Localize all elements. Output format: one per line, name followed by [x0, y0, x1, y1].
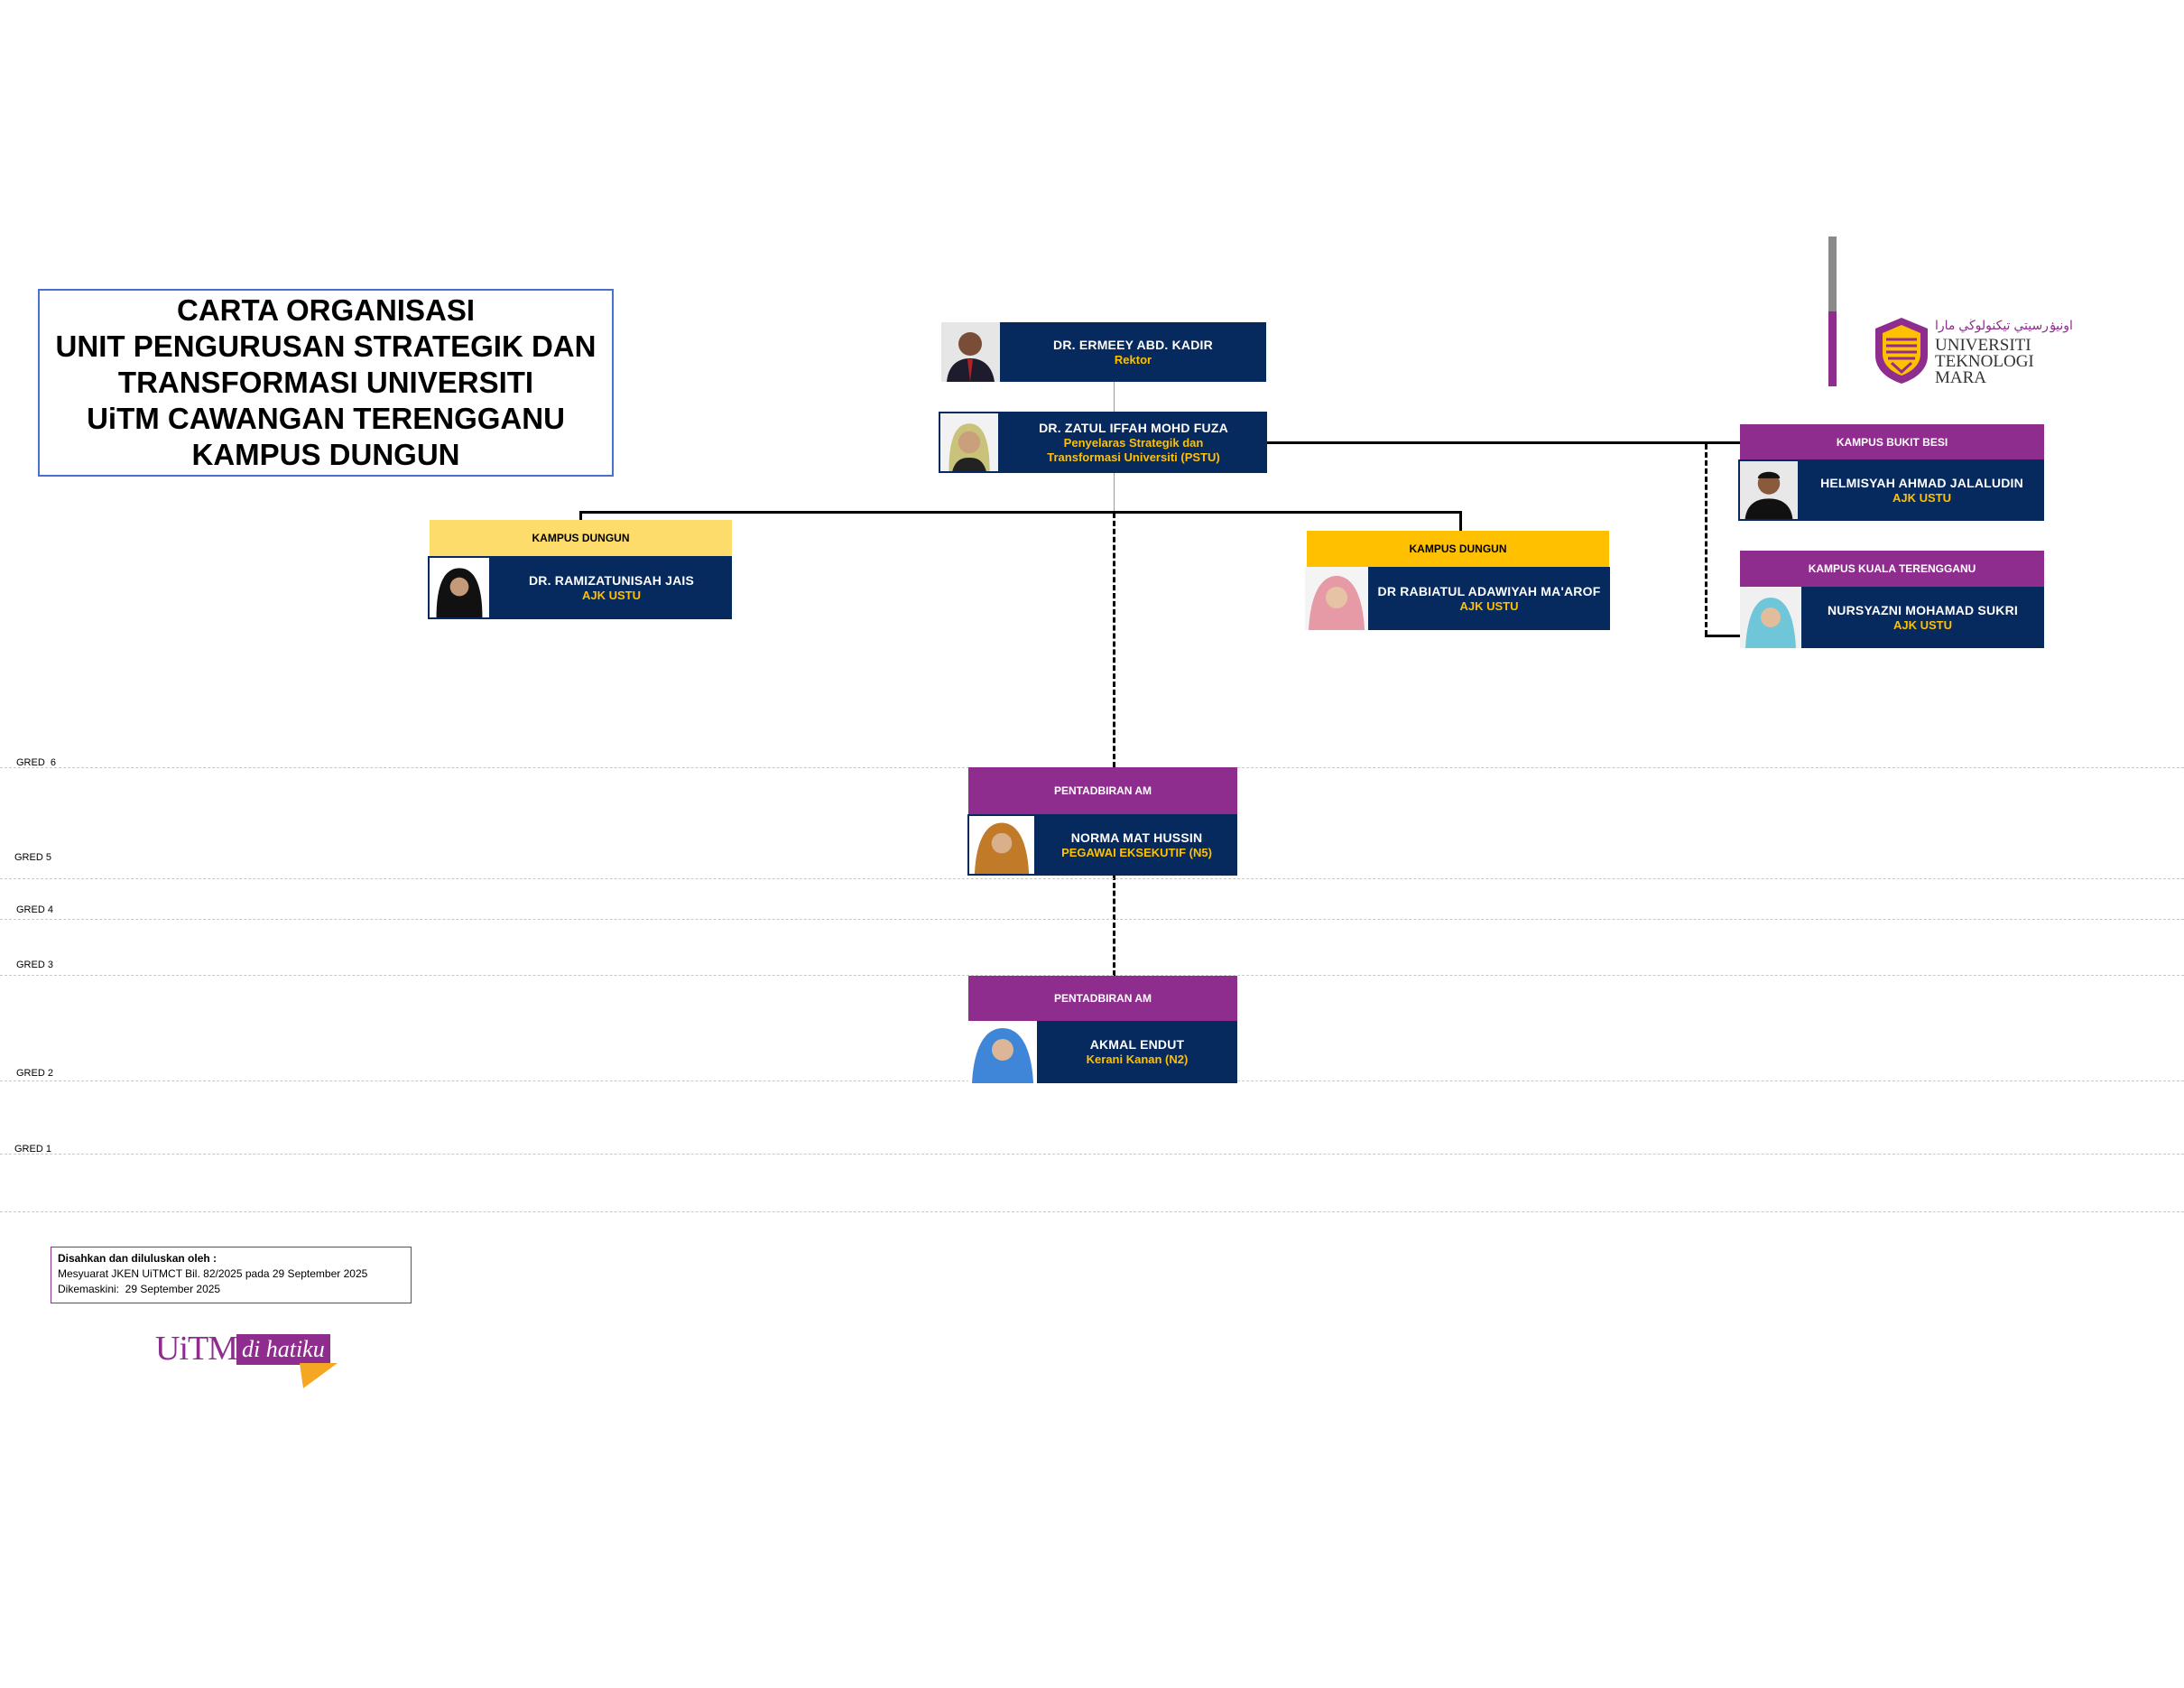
logo-text-1: UNIVERSITI [1935, 336, 2031, 355]
role-akmal: Kerani Kanan (N2) [1086, 1053, 1189, 1066]
logo-bar [1828, 237, 1837, 386]
grade-line-3 [0, 975, 2184, 976]
card-nursyazni: NURSYAZNI MOHAMAD SUKRI AJK USTU [1801, 587, 2044, 648]
header-rabiatul: KAMPUS DUNGUN [1307, 531, 1609, 567]
title-line-2: UNIT PENGURUSAN STRATEGIK DAN [55, 329, 597, 363]
name-nursyazni: NURSYAZNI MOHAMAD SUKRI [1828, 602, 2018, 617]
connector-rektor-pstu [1114, 382, 1115, 413]
connector-dashed-to-akmal [1113, 875, 1115, 976]
card-norma: NORMA MAT HUSSIN PEGAWAI EKSEKUTIF (N5) [1036, 814, 1237, 876]
card-akmal: AKMAL ENDUT Kerani Kanan (N2) [1037, 1021, 1237, 1083]
role-rektor: Rektor [1114, 352, 1152, 366]
approval-box: Disahkan dan diluluskan oleh : Mesyuarat… [51, 1247, 412, 1303]
avatar-helmisyah [1738, 459, 1800, 521]
grade-line-5 [0, 878, 2184, 879]
connector-pstu-right [1267, 441, 1740, 444]
uitm-crest-icon [1875, 318, 1928, 384]
logo-text-3: MARA [1935, 368, 1987, 387]
role-norma: PEGAWAI EKSEKUTIF (N5) [1061, 845, 1212, 859]
header-nursyazni: KAMPUS KUALA TERENGGANU [1740, 551, 2044, 587]
logo-jawi-text: اونيۏرسيتي تيكنولوڬي مارا [1935, 318, 2073, 332]
connector-pstu-main [1114, 473, 1115, 513]
logo-text-2: TEKNOLOGI [1935, 352, 2034, 371]
grade-line-1 [0, 1154, 2184, 1155]
connector-dashed-right-branch [1705, 444, 1707, 635]
chart-title-box: CARTA ORGANISASI UNIT PENGURUSAN STRATEG… [38, 289, 614, 477]
card-helmisyah: HELMISYAH AHMAD JALALUDIN AJK USTU [1800, 459, 2044, 521]
grade-label-6: GRED 6 [16, 757, 57, 768]
connector-right-drop [1459, 511, 1462, 531]
connector-left-drop [579, 511, 582, 520]
grade-label-5: GRED 5 [14, 852, 51, 863]
avatar-akmal [968, 1021, 1037, 1083]
title-line-4: UiTM CAWANGAN TERENGGANU [87, 402, 565, 435]
title-line-1: CARTA ORGANISASI [177, 293, 475, 327]
title-line-3: TRANSFORMASI UNIVERSITI [117, 366, 534, 399]
connector-to-kuala-terengganu [1705, 635, 1741, 637]
role-nursyazni: AJK USTU [1892, 617, 1952, 632]
card-ramizatunisah: DR. RAMIZATUNISAH JAIS AJK USTU [491, 556, 732, 619]
role-ramizatunisah: AJK USTU [581, 588, 641, 602]
grade-label-4: GRED 4 [16, 904, 53, 915]
name-ramizatunisah: DR. RAMIZATUNISAH JAIS [528, 572, 695, 588]
avatar-pstu [939, 412, 1000, 473]
grade-label-2: GRED 2 [16, 1068, 53, 1079]
grade-line-bottom [0, 1211, 2184, 1212]
approval-heading: Disahkan dan diluluskan oleh : [58, 1252, 217, 1265]
uitm-logo: اونيۏرسيتي تيكنولوڬي مارا UNIVERSITI TEK… [1828, 237, 2073, 390]
header-norma: PENTADBIRAN AM [968, 767, 1237, 814]
name-rabiatul: DR RABIATUL ADAWIYAH MA'AROF [1377, 583, 1601, 598]
name-norma: NORMA MAT HUSSIN [1070, 830, 1203, 845]
card-rektor: DR. ERMEEY ABD. KADIR Rektor [1000, 322, 1266, 382]
name-helmisyah: HELMISYAH AHMAD JALALUDIN [1820, 475, 2023, 490]
name-akmal: AKMAL ENDUT [1089, 1037, 1185, 1052]
avatar-nursyazni [1740, 587, 1801, 648]
name-pstu: DR. ZATUL IFFAH MOHD FUZA [1039, 420, 1228, 435]
role-pstu-line-1: Penyelaras Strategik dan [1063, 435, 1204, 450]
role-rabiatul: AJK USTU [1459, 598, 1519, 613]
card-pstu: DR. ZATUL IFFAH MOHD FUZA Penyelaras Str… [1000, 412, 1267, 473]
badge-speech-tail-icon [300, 1363, 338, 1388]
badge-sub-text: di hatiku [236, 1334, 330, 1365]
role-pstu-line-2: Transformasi Universiti (PSTU) [1047, 450, 1220, 464]
grade-line-4 [0, 919, 2184, 920]
avatar-ramizatunisah [428, 556, 491, 619]
grade-label-1: GRED 1 [14, 1144, 51, 1155]
badge-main-text: UiTM [155, 1330, 238, 1368]
avatar-norma [967, 814, 1036, 876]
approval-updated: Dikemaskini: 29 September 2025 [58, 1283, 221, 1295]
role-helmisyah: AJK USTU [1892, 490, 1951, 505]
connector-dashed-to-norma [1113, 513, 1115, 767]
grade-label-3: GRED 3 [16, 960, 53, 970]
approval-meeting: Mesyuarat JKEN UiTMCT Bil. 82/2025 pada … [58, 1267, 368, 1280]
title-line-5: KAMPUS DUNGUN [191, 438, 460, 471]
header-helmisyah: KAMPUS BUKIT BESI [1740, 424, 2044, 459]
avatar-rektor [941, 322, 1000, 382]
connector-horizontal-main [579, 511, 1462, 514]
uitm-di-hatiku-badge: UiTM di hatiku [153, 1329, 352, 1394]
header-akmal: PENTADBIRAN AM [968, 976, 1237, 1021]
avatar-rabiatul [1305, 567, 1368, 630]
card-rabiatul: DR RABIATUL ADAWIYAH MA'AROF AJK USTU [1368, 567, 1610, 630]
header-ramizatunisah: KAMPUS DUNGUN [430, 520, 732, 556]
name-rektor: DR. ERMEEY ABD. KADIR [1053, 337, 1213, 352]
